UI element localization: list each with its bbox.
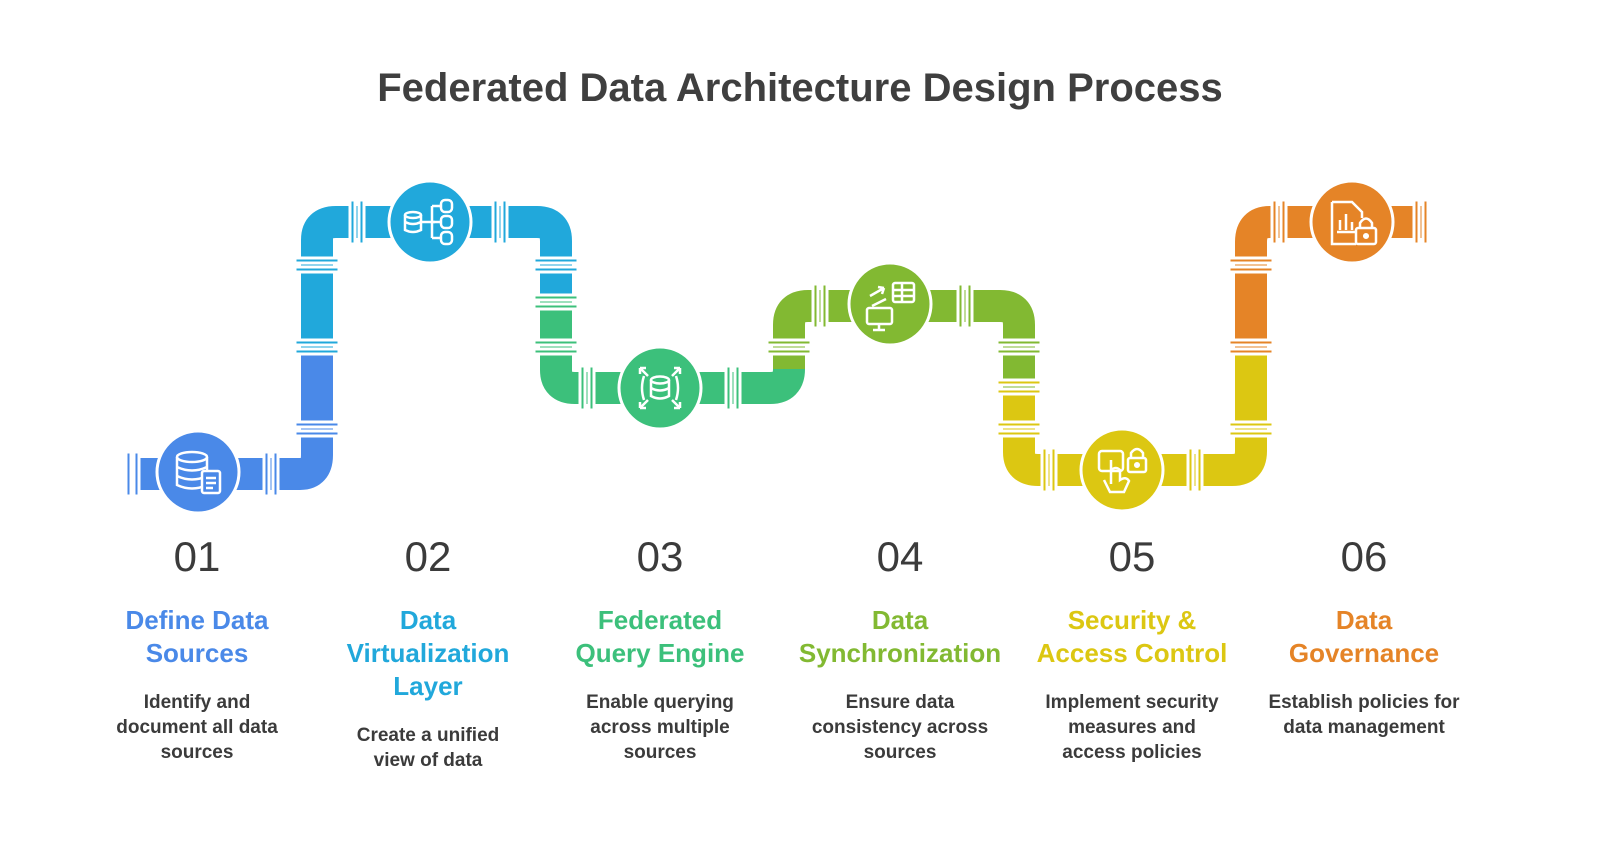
- step-number: 02: [404, 533, 452, 580]
- flange: [995, 338, 1043, 356]
- report-lock-icon: [1330, 200, 1378, 246]
- step-description: Implement security measures and access p…: [1022, 690, 1242, 765]
- flange: [532, 256, 580, 274]
- step-number: 01: [173, 533, 221, 580]
- step-heading: Data Virtualization Layer: [318, 604, 538, 703]
- step-number: 04: [876, 533, 924, 580]
- flange: [1040, 446, 1058, 494]
- pipe-segment-6: [1235, 206, 1428, 350]
- step-2: 02 Data Virtualization Layer Create a un…: [318, 536, 538, 773]
- step-5-node: [1079, 427, 1165, 513]
- step-heading-line: Security &: [1067, 605, 1197, 635]
- flange: [491, 198, 509, 246]
- step-description-line: Implement security: [1045, 692, 1219, 713]
- flange: [995, 378, 1043, 396]
- step-2-node: [387, 179, 473, 265]
- page-title: Federated Data Architecture Design Proce…: [377, 66, 1223, 110]
- step-description: Ensure data consistency across sources: [790, 690, 1010, 765]
- pipe-segment-3: [540, 300, 805, 404]
- step-description-line: data management: [1283, 717, 1445, 738]
- step-description-line: view of data: [373, 750, 483, 771]
- step-6: 06 Data Governance Establish policies fo…: [1254, 536, 1474, 740]
- step-4: 04 Data Synchronization Ensure data cons…: [790, 536, 1010, 765]
- flange: [995, 420, 1043, 438]
- flange: [1227, 256, 1275, 274]
- step-3: 03 Federated Query Engine Enable queryin…: [560, 536, 760, 765]
- step-description-line: Ensure data: [845, 692, 955, 713]
- flange: [532, 293, 580, 311]
- step-description-line: Identify and: [143, 692, 251, 713]
- step-description-line: measures and: [1068, 717, 1196, 738]
- step-description-line: document all data: [116, 717, 278, 738]
- flange: [765, 338, 813, 356]
- step-description-line: sources: [863, 742, 937, 763]
- monitor-table-sync-icon: [865, 281, 916, 332]
- flange: [1227, 338, 1275, 356]
- flange: [262, 450, 280, 498]
- flange: [1227, 420, 1275, 438]
- step-6-node: [1309, 179, 1395, 265]
- step-heading-line: Data: [871, 605, 929, 635]
- step-number: 05: [1108, 533, 1156, 580]
- flange-right-end: [1412, 198, 1430, 246]
- flange: [724, 364, 742, 412]
- step-heading-line: Layer: [393, 671, 463, 701]
- flange-left-end: [124, 450, 141, 498]
- step-description-line: Create a unified: [356, 725, 500, 746]
- flange: [956, 282, 974, 330]
- flange: [1186, 446, 1204, 494]
- step-heading: Data Governance: [1254, 604, 1474, 670]
- database-expand-icon: [638, 366, 682, 410]
- step-3-node: [617, 345, 703, 431]
- touch-lock-icon: [1097, 447, 1148, 494]
- flange: [1270, 198, 1288, 246]
- step-heading-line: Synchronization: [798, 638, 1002, 668]
- step-description-line: Establish policies for: [1268, 692, 1460, 713]
- step-heading-line: Query Engine: [575, 638, 745, 668]
- step-description-line: Enable querying: [586, 692, 734, 713]
- step-description: Create a unified view of data: [318, 723, 538, 773]
- step-heading-line: Federated: [597, 605, 723, 635]
- step-heading: Define Data Sources: [97, 604, 297, 670]
- step-number: 06: [1340, 533, 1388, 580]
- step-description: Enable querying across multiple sources: [560, 690, 760, 765]
- step-4-node: [847, 261, 933, 347]
- step-description: Establish policies for data management: [1254, 690, 1474, 740]
- step-heading-line: Data: [399, 605, 457, 635]
- flange: [293, 256, 341, 274]
- step-description: Identify and document all data sources: [97, 690, 297, 765]
- flange: [348, 198, 366, 246]
- step-heading: Federated Query Engine: [560, 604, 760, 670]
- step-1: 01 Define Data Sources Identify and docu…: [97, 536, 297, 765]
- step-heading-line: Virtualization: [346, 638, 510, 668]
- flange: [293, 420, 341, 438]
- flange: [293, 338, 341, 356]
- pipe-segment-1: [128, 420, 333, 490]
- step-description-line: sources: [623, 742, 697, 763]
- step-description-line: access policies: [1062, 742, 1202, 763]
- step-description-line: consistency across: [811, 717, 989, 738]
- flange: [811, 282, 829, 330]
- flange: [532, 338, 580, 356]
- step-heading-line: Governance: [1288, 638, 1440, 668]
- step-heading-line: Data: [1335, 605, 1393, 635]
- step-heading-line: Define Data: [125, 605, 269, 635]
- step-heading-line: Access Control: [1036, 638, 1228, 668]
- step-heading: Security & Access Control: [1022, 604, 1242, 670]
- flange: [578, 364, 596, 412]
- step-description-line: sources: [160, 742, 234, 763]
- step-5: 05 Security & Access Control Implement s…: [1022, 536, 1242, 765]
- step-1-node: [155, 429, 241, 515]
- step-description-line: across multiple: [590, 717, 730, 738]
- database-document-icon: [175, 450, 222, 495]
- step-number: 03: [636, 533, 684, 580]
- step-heading-line: Sources: [145, 638, 249, 668]
- step-heading: Data Synchronization: [790, 604, 1010, 670]
- database-hierarchy-icon: [403, 198, 454, 246]
